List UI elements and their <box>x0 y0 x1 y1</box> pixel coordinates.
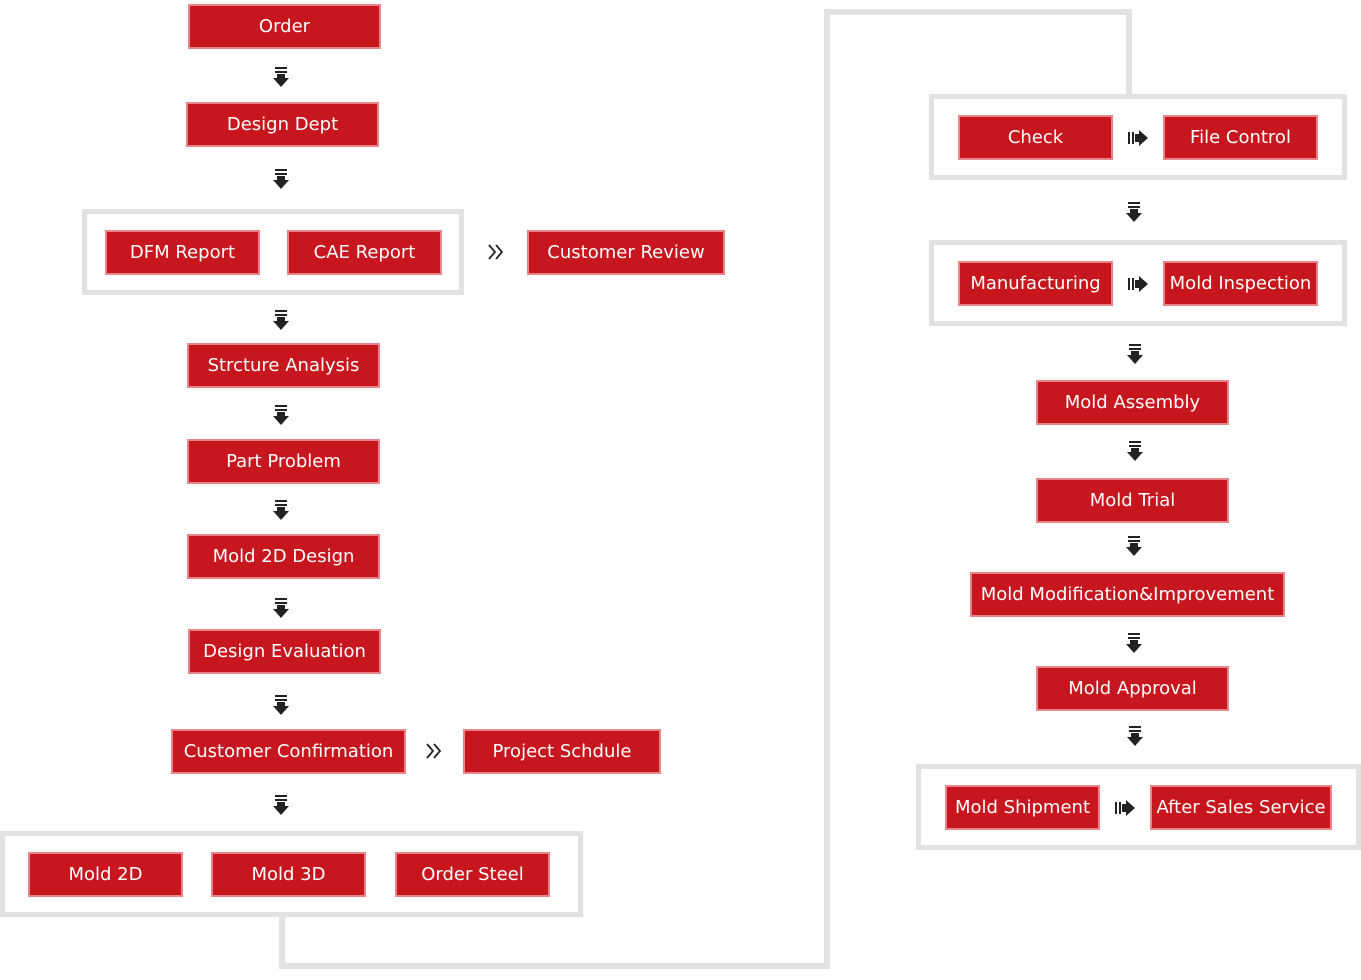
double-down-arrow-icon <box>273 695 289 715</box>
double-down-arrow-icon <box>273 598 289 618</box>
step-mold-shipment: Mold Shipment <box>945 785 1100 830</box>
double-down-arrow-icon <box>273 67 289 87</box>
step-design-evaluation: Design Evaluation <box>188 629 381 674</box>
double-down-arrow-icon <box>273 310 289 330</box>
step-after-sales-service: After Sales Service <box>1150 785 1332 830</box>
group-manufacturing <box>929 240 1347 326</box>
step-order: Order <box>188 4 381 49</box>
double-right-arrow-icon <box>1128 130 1148 146</box>
double-right-arrow-icon <box>1115 800 1135 816</box>
step-manufacturing: Manufacturing <box>958 261 1113 306</box>
double-down-arrow-icon <box>1127 441 1143 461</box>
step-mold-approval: Mold Approval <box>1036 666 1229 711</box>
double-down-arrow-icon <box>273 405 289 425</box>
double-down-arrow-icon <box>1126 633 1142 653</box>
step-mold-assembly: Mold Assembly <box>1036 380 1229 425</box>
connector-bottom-horizontal <box>279 963 830 969</box>
double-down-arrow-icon <box>1127 726 1143 746</box>
connector-middle-vertical <box>824 9 830 969</box>
group-check <box>929 94 1347 180</box>
double-chevron-right-icon <box>426 743 442 759</box>
step-mold-inspection: Mold Inspection <box>1163 261 1318 306</box>
step-customer-confirmation: Customer Confirmation <box>171 729 406 774</box>
double-chevron-right-icon <box>488 244 504 260</box>
double-right-arrow-icon <box>1128 276 1148 292</box>
step-file-control: File Control <box>1163 115 1318 160</box>
connector-top-horizontal <box>824 9 1132 15</box>
double-down-arrow-icon <box>273 500 289 520</box>
double-down-arrow-icon <box>273 795 289 815</box>
step-part-problem: Part Problem <box>187 439 380 484</box>
step-dfm-report: DFM Report <box>105 230 260 275</box>
step-mold-2d: Mold 2D <box>28 852 183 897</box>
double-down-arrow-icon <box>273 169 289 189</box>
group-shipment <box>916 764 1361 850</box>
step-mold-trial: Mold Trial <box>1036 478 1229 523</box>
step-cae-report: CAE Report <box>287 230 442 275</box>
connector-top-right-vertical <box>1126 9 1132 99</box>
group-reports <box>82 209 464 295</box>
step-design-dept: Design Dept <box>186 102 379 147</box>
double-down-arrow-icon <box>1126 536 1142 556</box>
step-customer-review: Customer Review <box>527 230 725 275</box>
step-check: Check <box>958 115 1113 160</box>
connector-bottom-vertical <box>279 912 285 968</box>
double-down-arrow-icon <box>1126 202 1142 222</box>
step-mold-2d-design: Mold 2D Design <box>187 534 380 579</box>
group-mold-design <box>0 831 583 917</box>
step-project-schedule: Project Schdule <box>463 729 661 774</box>
step-mold-3d: Mold 3D <box>211 852 366 897</box>
step-structure-analysis: Strcture Analysis <box>187 343 380 388</box>
double-down-arrow-icon <box>1127 344 1143 364</box>
step-mold-modification: Mold Modification&Improvement <box>970 572 1285 617</box>
step-order-steel: Order Steel <box>395 852 550 897</box>
